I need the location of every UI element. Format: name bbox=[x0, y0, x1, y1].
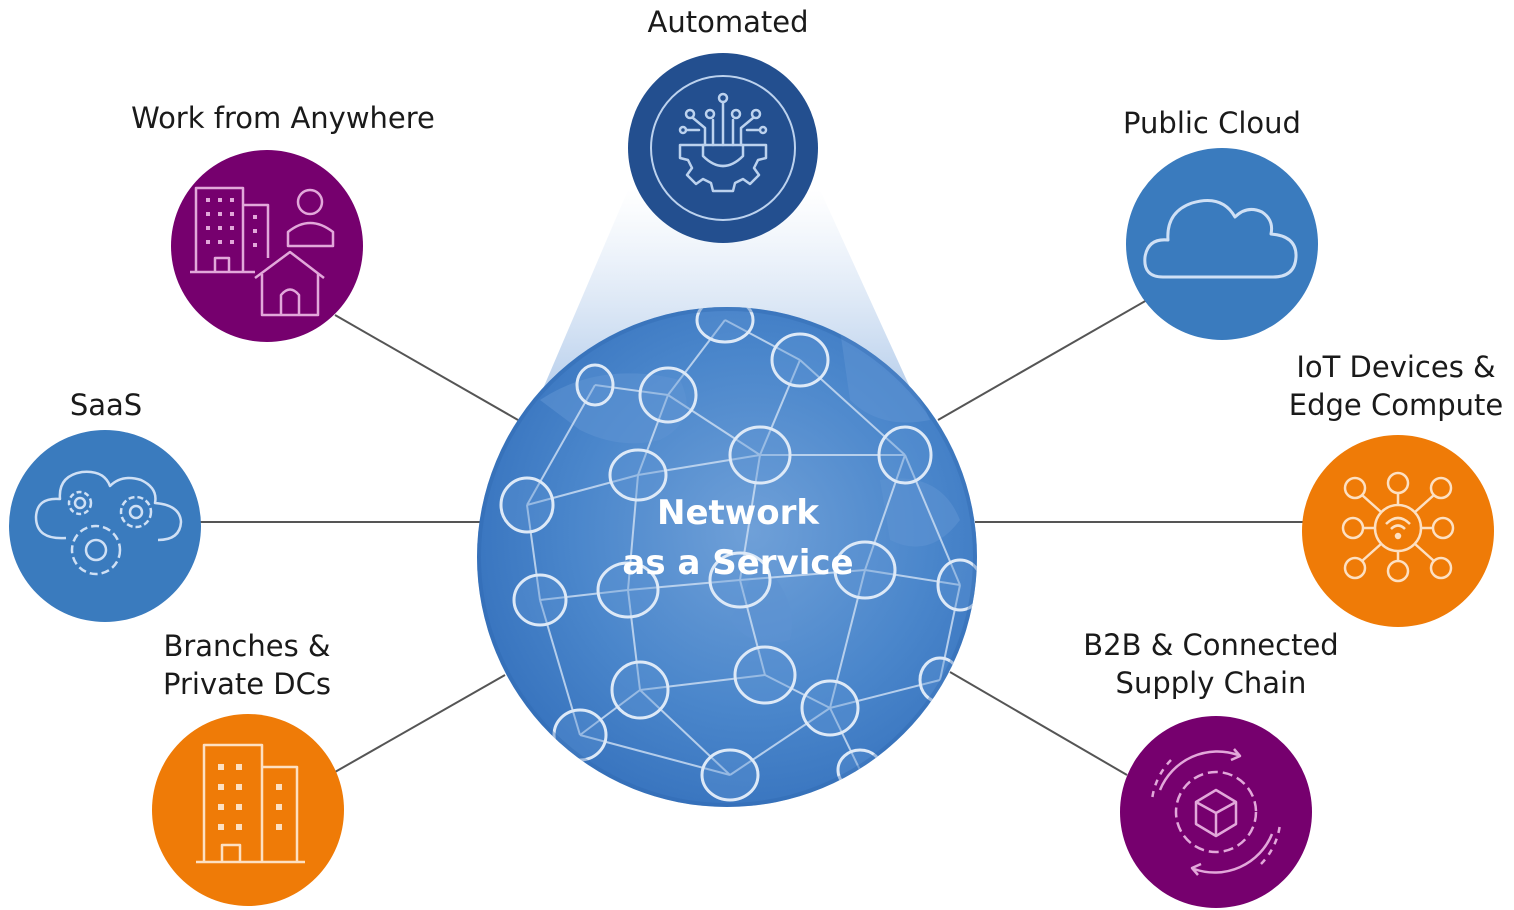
b2b-label-line2: Supply Chain bbox=[1115, 666, 1307, 700]
branches-label-line2: Private DCs bbox=[162, 667, 331, 701]
work-from-anywhere-label-text: Work from Anywhere bbox=[131, 101, 435, 135]
label-b2b-supply-chain: B2B & Connected Supply Chain bbox=[1066, 626, 1356, 702]
automation-gear-icon bbox=[678, 92, 768, 193]
label-public-cloud: Public Cloud bbox=[1082, 104, 1342, 142]
public-cloud-label-text: Public Cloud bbox=[1123, 106, 1301, 140]
node-saas[interactable] bbox=[9, 430, 201, 622]
label-iot-edge: IoT Devices & Edge Compute bbox=[1278, 348, 1514, 424]
iot-label-line2: Edge Compute bbox=[1288, 388, 1504, 422]
center-title-line1: Network bbox=[657, 493, 819, 533]
node-work-from-anywhere[interactable] bbox=[171, 150, 363, 342]
connector-work-from-anywhere bbox=[334, 314, 519, 421]
connector-b2b bbox=[949, 671, 1128, 776]
cloud-icon bbox=[1143, 199, 1298, 279]
b2b-label-line1: B2B & Connected bbox=[1083, 628, 1339, 662]
node-automated[interactable] bbox=[628, 53, 818, 243]
branches-label-line1: Branches & bbox=[163, 629, 331, 663]
supply-cycle-icon bbox=[1150, 748, 1282, 876]
iot-hub-icon bbox=[1341, 471, 1455, 583]
iot-label-line1: IoT Devices & bbox=[1296, 350, 1496, 384]
node-iot-edge[interactable] bbox=[1302, 435, 1494, 627]
globe-network-mesh bbox=[477, 307, 977, 807]
automated-label-text: Automated bbox=[647, 5, 809, 39]
node-public-cloud[interactable] bbox=[1126, 148, 1318, 340]
saas-label-text: SaaS bbox=[69, 388, 143, 422]
label-saas: SaaS bbox=[36, 386, 176, 424]
label-automated: Automated bbox=[598, 3, 858, 41]
center-title-line2: as a Service bbox=[622, 543, 854, 583]
label-branches-dcs: Branches & Private DCs bbox=[137, 627, 357, 703]
node-branches-dcs[interactable] bbox=[152, 714, 344, 906]
globe bbox=[477, 307, 977, 807]
cloud-gears-icon bbox=[34, 470, 183, 576]
building-icon bbox=[196, 743, 305, 864]
connector-public-cloud bbox=[937, 299, 1148, 421]
office-home-user-icon bbox=[190, 186, 335, 317]
connector-lines bbox=[200, 299, 1303, 776]
label-work-from-anywhere: Work from Anywhere bbox=[108, 99, 458, 137]
connector-branches bbox=[334, 674, 506, 773]
node-b2b-supply-chain[interactable] bbox=[1120, 716, 1312, 908]
center-title: Network as a Service bbox=[588, 488, 888, 588]
